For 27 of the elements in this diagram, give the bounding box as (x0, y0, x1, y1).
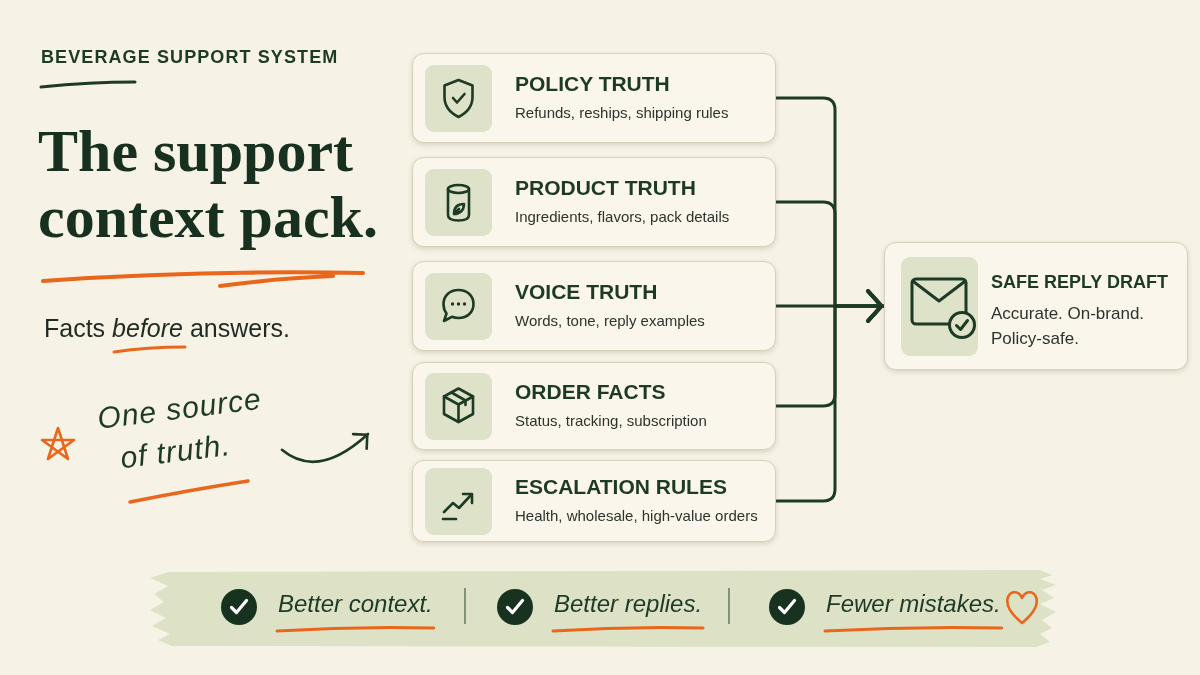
benefit-text: Better replies. (554, 590, 703, 618)
card-heading: POLICY TRUTH (515, 71, 670, 97)
card-heading: ORDER FACTS (515, 379, 666, 405)
card-description: Health, wholesale, high-value orders (515, 506, 758, 526)
eyebrow-heading: BEVERAGE SUPPORT SYSTEM (41, 46, 339, 68)
page-title: The support context pack. (38, 118, 379, 250)
benefit-text: Better context. (278, 590, 433, 618)
card-description: Refunds, reships, shipping rules (515, 103, 729, 123)
card-heading: SAFE REPLY DRAFT (991, 271, 1169, 294)
connector-arrow (774, 289, 885, 503)
source-card (412, 261, 776, 351)
card-description: Accurate. On-brand. Policy-safe. (991, 303, 1146, 350)
source-card (412, 53, 776, 143)
card-description: Ingredients, flavors, pack details (515, 207, 730, 227)
card-description: Status, tracking, subscription (515, 411, 707, 431)
card-heading: VOICE TRUTH (515, 279, 658, 305)
source-card (412, 362, 776, 450)
card-heading: PRODUCT TRUTH (515, 175, 696, 201)
tagline: Facts before answers. (44, 313, 290, 343)
source-card (412, 157, 776, 247)
curved-arrow (280, 432, 370, 464)
handwritten-note: One source of truth. (95, 376, 282, 482)
card-description: Words, tone, reply examples (515, 311, 705, 331)
source-card (412, 460, 776, 542)
card-heading: ESCALATION RULES (515, 474, 727, 500)
output-card (884, 242, 1188, 370)
benefit-text: Fewer mistakes. (826, 590, 1001, 618)
